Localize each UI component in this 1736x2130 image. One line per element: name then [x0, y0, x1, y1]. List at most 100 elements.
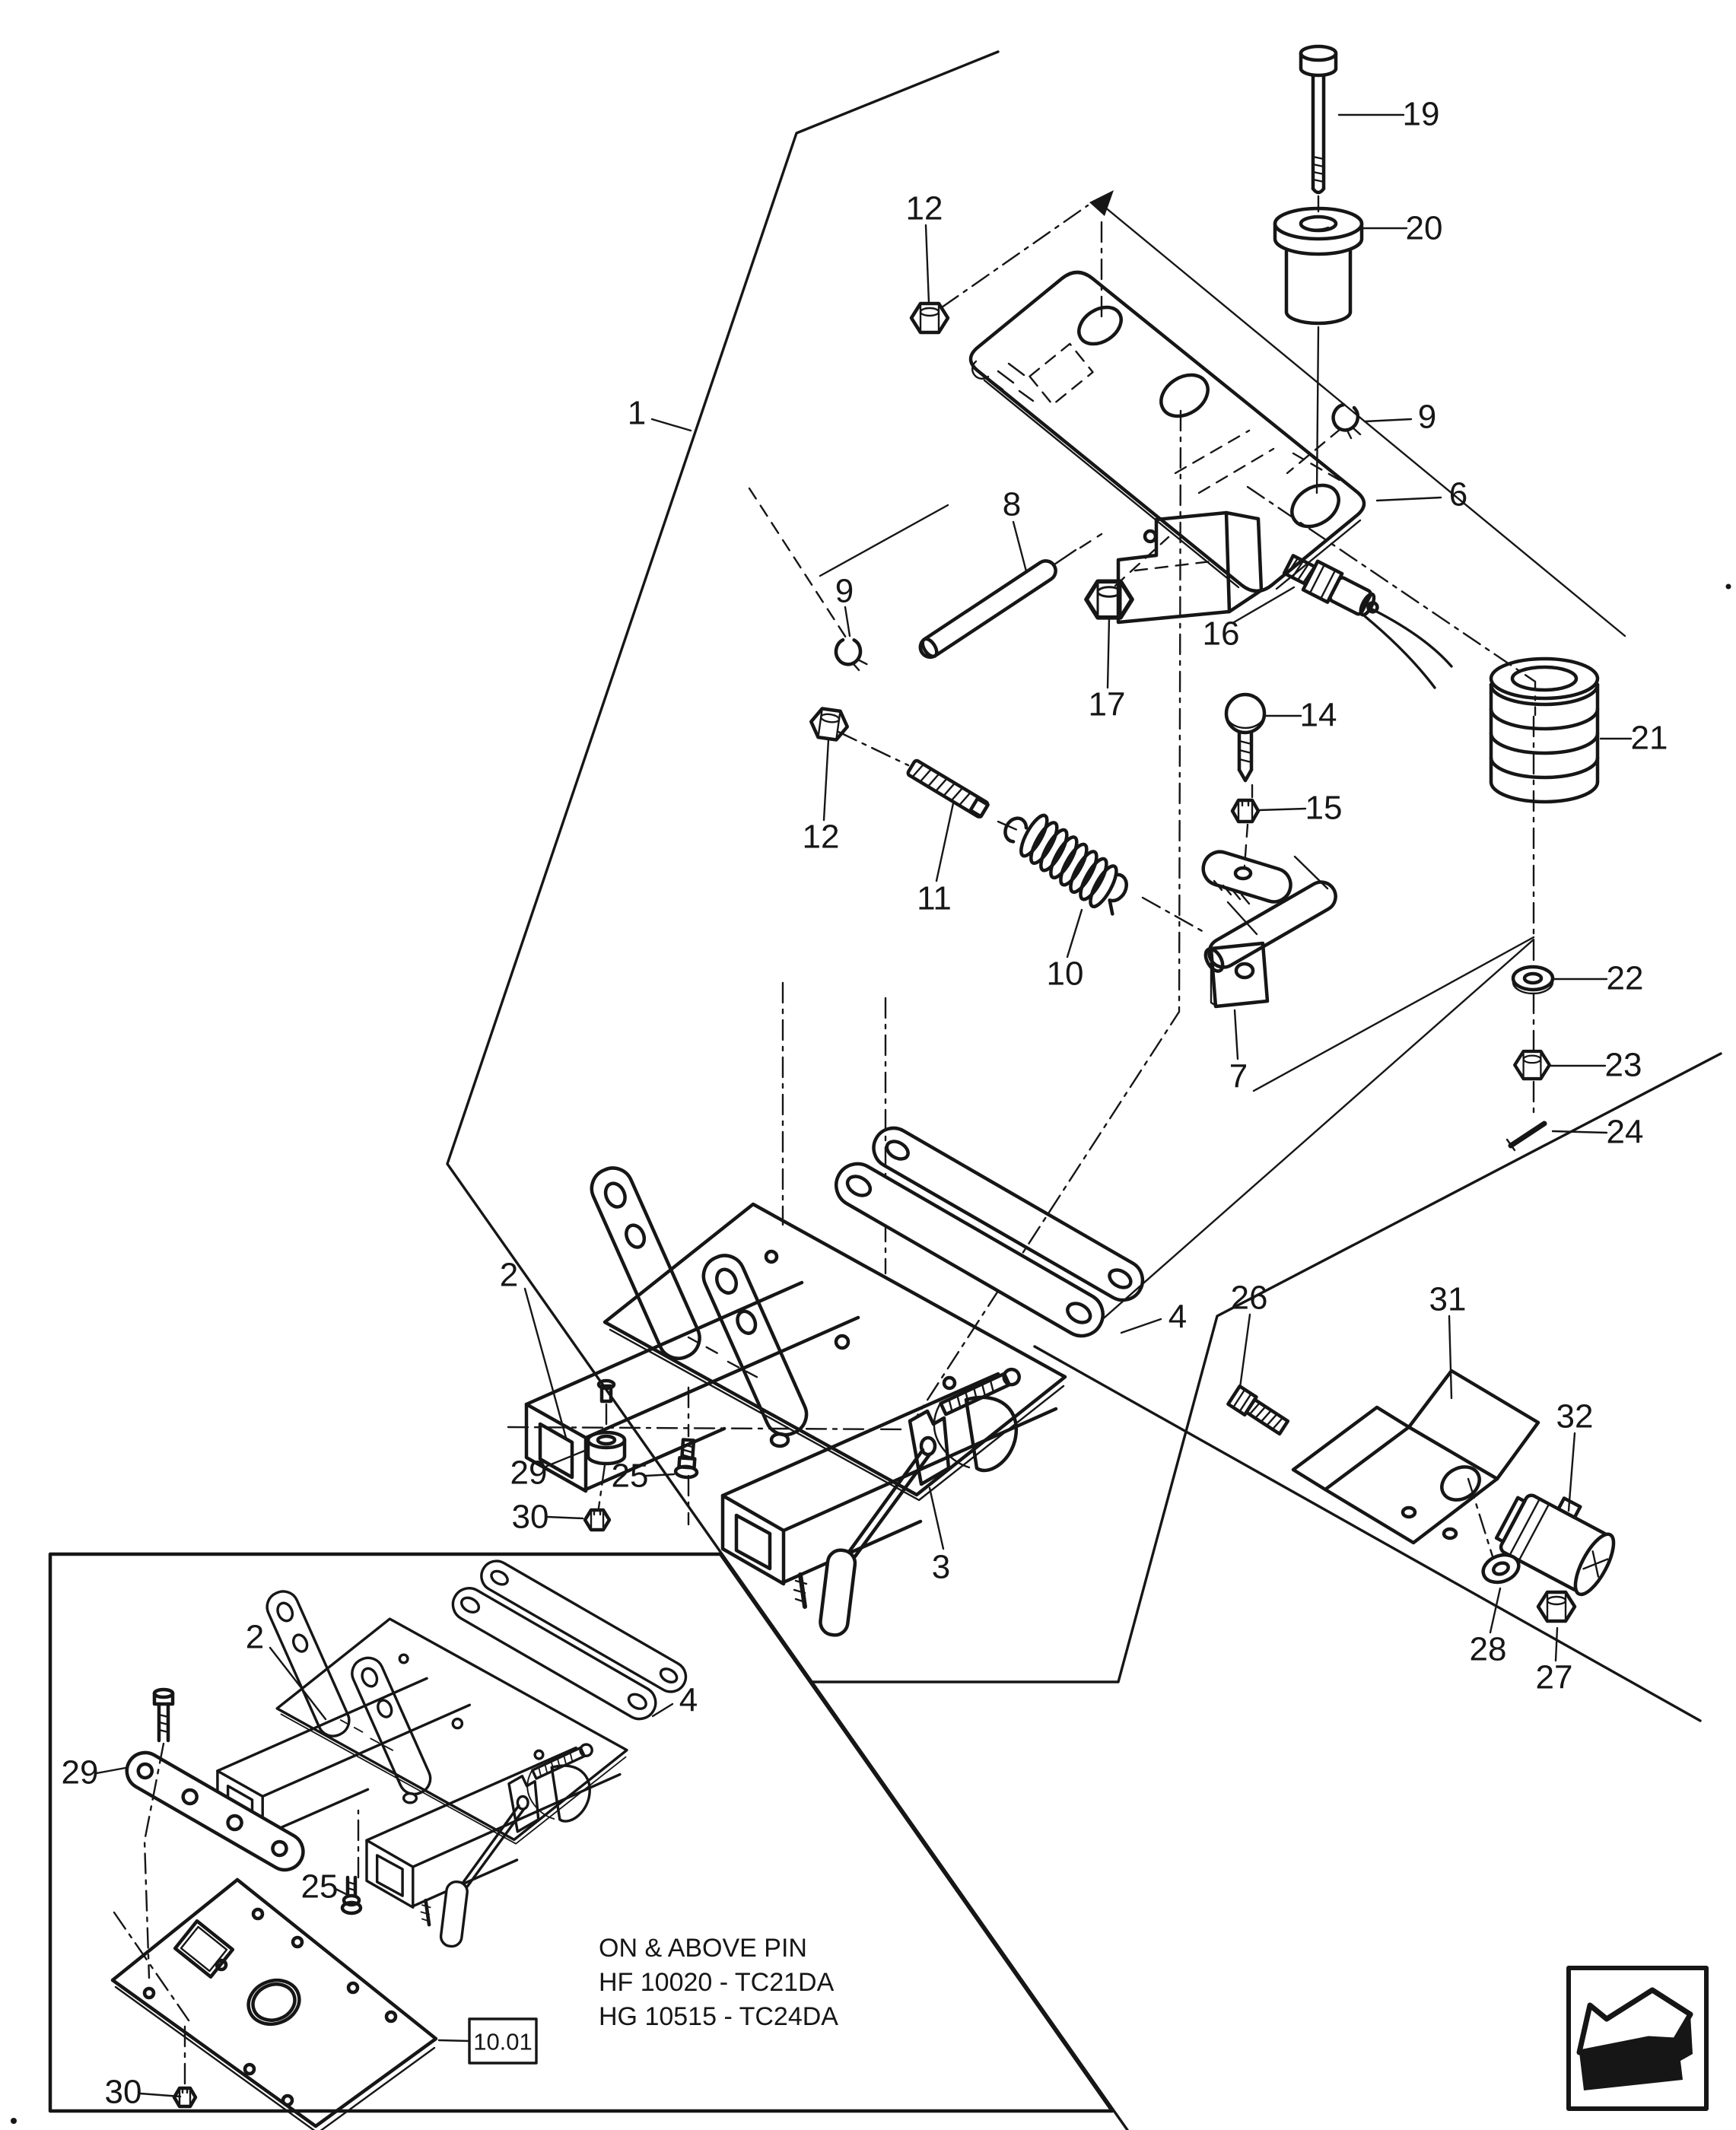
part-9-clip-mid	[834, 637, 868, 672]
leader-7	[1233, 1009, 1239, 1060]
part-17-nut	[1084, 579, 1134, 620]
lower-assembly-hardware	[583, 1378, 699, 1532]
leader-17	[1106, 616, 1111, 689]
leader-26	[1238, 1313, 1251, 1389]
leader-2	[523, 1287, 568, 1439]
callout-15: 15	[1305, 790, 1343, 827]
leader-4	[1120, 1318, 1162, 1334]
part-12-nut-top	[909, 301, 950, 335]
callout-8: 8	[1003, 486, 1021, 523]
callout-20: 20	[1406, 210, 1443, 247]
part-29-spacer	[586, 1430, 627, 1466]
callout-12b: 12	[803, 819, 840, 856]
callout-10: 10	[1047, 955, 1084, 993]
callout-28: 28	[1470, 1631, 1507, 1668]
part-9-clip-top	[1331, 402, 1362, 440]
part-8-rod	[918, 559, 1057, 660]
page-nav-icon[interactable]	[1566, 1966, 1709, 2111]
switch-wires	[1363, 606, 1453, 689]
part-15-nut	[1230, 798, 1261, 824]
callout-7: 7	[1229, 1058, 1248, 1095]
callout-1: 1	[628, 395, 646, 432]
part-arm-left	[590, 1166, 701, 1360]
stray-dot-left	[11, 2118, 17, 2124]
callout-23: 23	[1605, 1047, 1642, 1084]
leader-2i	[269, 1646, 327, 1721]
reference-box[interactable]: 10.01	[437, 2017, 538, 2065]
callout-17: 17	[1089, 686, 1126, 723]
part-pedestal	[1116, 510, 1264, 625]
leader-12b	[822, 738, 830, 822]
note-line-2: HF 10020 - TC21DA	[599, 1968, 835, 1997]
leader-10	[1066, 908, 1083, 958]
leader-9a	[1363, 418, 1413, 423]
leader-32	[1567, 1432, 1576, 1512]
callout-25i: 25	[301, 1868, 339, 1906]
part-floor-plate	[110, 1877, 438, 2130]
leader-9b	[844, 606, 851, 637]
part-strap-rear	[872, 1126, 1145, 1302]
reference-label[interactable]: 10.01	[473, 2029, 533, 2055]
seat-support-assembly	[524, 1126, 1145, 1637]
part-7-bracket	[1201, 850, 1535, 1092]
callout-12a: 12	[906, 190, 943, 227]
solenoid-assembly	[1226, 1369, 1616, 1623]
part-12-nut-mid	[809, 707, 850, 742]
callout-9a: 9	[1418, 399, 1436, 436]
part-29-strap-inset	[125, 1750, 305, 1872]
part-16-switch	[1282, 554, 1453, 689]
part-21-spring	[1489, 656, 1600, 804]
part-rail-left	[524, 1280, 860, 1493]
leader-6	[1375, 496, 1442, 502]
direction-arrowhead	[1089, 190, 1114, 216]
callout-4: 4	[1168, 1299, 1187, 1336]
stray-dot-right	[1725, 583, 1731, 590]
callout-26: 26	[1231, 1280, 1268, 1317]
inset-border	[48, 1552, 1114, 2113]
callout-6: 6	[1449, 476, 1467, 513]
leader-16	[1232, 586, 1296, 624]
callout-32: 32	[1556, 1398, 1594, 1435]
part-3-lever	[793, 1367, 1021, 1637]
part-30-nut	[583, 1508, 612, 1532]
leader-27	[1554, 1626, 1559, 1662]
note-line-3: HG 10515 - TC24DA	[599, 2002, 838, 2031]
part-28-washer	[1481, 1553, 1521, 1585]
callout-27: 27	[1536, 1659, 1573, 1696]
leader-29i	[95, 1766, 127, 1775]
part-24-pin	[1505, 1121, 1547, 1152]
callout-29: 29	[510, 1454, 548, 1492]
leader-28	[1489, 1587, 1502, 1634]
inset-box: 10.01 ON & ABOVE PIN HF 10020 - TC21DA H…	[48, 1552, 1114, 2130]
leader-25	[644, 1473, 676, 1477]
part-mount-screw-inset	[152, 1687, 175, 1743]
part-arm-mount-bolt	[596, 1378, 616, 1404]
callout-2: 2	[500, 1257, 518, 1294]
part-6-plate	[968, 270, 1366, 593]
callout-3: 3	[932, 1549, 950, 1586]
leader-30i	[138, 2092, 182, 2098]
callouts-layer: 1234678991011121214151617192021222324252…	[62, 96, 1668, 2111]
assembly-axis-lines	[507, 204, 1537, 1431]
part-19-bolt	[1299, 44, 1338, 213]
leader-29	[544, 1448, 588, 1468]
leader-8	[1012, 520, 1028, 573]
leader-11	[935, 802, 955, 882]
callout-30i: 30	[105, 2074, 142, 2111]
leader-25i	[334, 1887, 349, 1896]
part-14-screw	[1224, 692, 1267, 783]
callout-25: 25	[612, 1458, 649, 1495]
leader-15	[1257, 807, 1307, 812]
leader-4i	[651, 1702, 674, 1718]
callout-30: 30	[512, 1499, 549, 1536]
part-25-bolt-inset	[340, 1875, 363, 1915]
part-10-spring	[1003, 813, 1128, 916]
callout-31: 31	[1429, 1281, 1467, 1318]
part-arm-center	[701, 1254, 809, 1437]
leader-3	[928, 1486, 945, 1550]
weld-hatch-marks	[989, 362, 1035, 402]
part-31-bracket	[1291, 1369, 1540, 1558]
part-23-nut	[1513, 1049, 1551, 1081]
bracket-hatch	[1213, 879, 1251, 905]
leader-1	[650, 418, 692, 432]
